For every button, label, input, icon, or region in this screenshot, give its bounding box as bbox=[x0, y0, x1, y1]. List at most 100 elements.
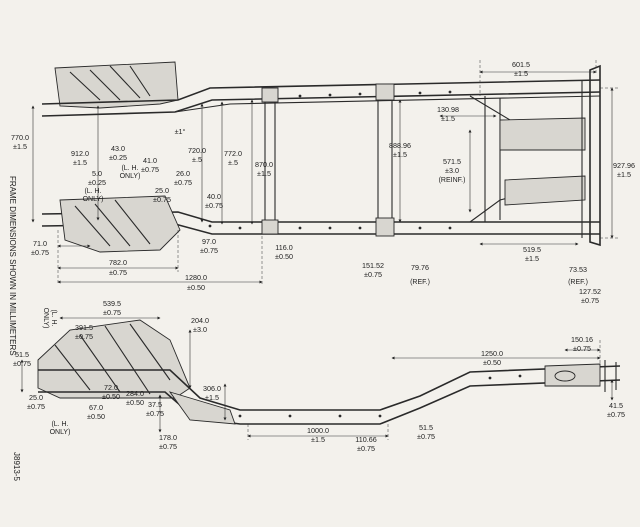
dim-539-5: 539.5 bbox=[103, 299, 121, 308]
dim-5-0: 5.0 bbox=[92, 169, 102, 178]
tol-284-0: ±0.50 bbox=[126, 398, 144, 407]
dim-79-76: 79.76 bbox=[411, 263, 429, 272]
tol-116-0: ±0.50 bbox=[275, 252, 293, 261]
tol-97-0: ±0.75 bbox=[200, 246, 218, 255]
figure-id: J8913-5 bbox=[12, 452, 21, 481]
tol-40-0: ±0.75 bbox=[205, 201, 223, 210]
tol-41-0: ±0.75 bbox=[141, 165, 159, 174]
dim-26-0: 26.0 bbox=[176, 169, 190, 178]
tol-1000-0: ±1.5 bbox=[311, 435, 325, 444]
dim-51-5-a: 51.5 bbox=[15, 350, 29, 359]
dim-782-0: 782.0 bbox=[109, 258, 127, 267]
lh-only-label-2b: ONLY) bbox=[83, 196, 104, 203]
tol-391-5: ±0.75 bbox=[75, 332, 93, 341]
tol-204-0: ±3.0 bbox=[193, 325, 207, 334]
dim-1280-0: 1280.0 bbox=[185, 273, 207, 282]
tol-110-66: ±0.75 bbox=[357, 444, 375, 453]
frame-units-note: FRAME DIMENSIONS SHOWN IN MILLIMETERS bbox=[8, 176, 17, 356]
tol-51-5-a: ±0.75 bbox=[13, 359, 31, 368]
tol-130-98: ±1.5 bbox=[441, 114, 455, 123]
dim-127-52: 127.52 bbox=[579, 287, 601, 296]
tol-51-5-b: ±0.75 bbox=[417, 432, 435, 441]
dim-41-0: 41.0 bbox=[143, 156, 157, 165]
dim-888-96: 888.96 bbox=[389, 141, 411, 150]
dim-25-0: 25.0 bbox=[155, 186, 169, 195]
note-ref-2: (REF.) bbox=[568, 279, 588, 286]
dim-71-0: 71.0 bbox=[33, 239, 47, 248]
dim-770-0: 770.0 bbox=[11, 133, 29, 142]
tol-912-0: ±1.5 bbox=[73, 158, 87, 167]
side-view-dimension-lines bbox=[20, 316, 614, 440]
top-view-dimension-lines bbox=[31, 60, 620, 285]
dim-25-0-b: 25.0 bbox=[29, 393, 43, 402]
dim-772-0: 772.0 bbox=[224, 149, 242, 158]
lh-only-label-1b: ONLY) bbox=[120, 173, 141, 180]
tol-37-5: ±0.75 bbox=[146, 409, 164, 418]
dim-927-96: 927.96 bbox=[613, 161, 635, 170]
tol-178-0: ±0.75 bbox=[159, 442, 177, 451]
tol-150-16: ±0.75 bbox=[573, 344, 591, 353]
dim-391-5: 391.5 bbox=[75, 323, 93, 332]
top-view-frame bbox=[41, 61, 601, 253]
note-reinf: (REINF.) bbox=[439, 177, 466, 184]
tol-43-0: ±0.25 bbox=[109, 153, 127, 162]
dim-306-0: 306.0 bbox=[203, 384, 221, 393]
dim-912-0: 912.0 bbox=[71, 149, 89, 158]
tol-519-5: ±1.5 bbox=[525, 254, 539, 263]
dim-130-98: 130.98 bbox=[437, 105, 459, 114]
dim-870-0: 870.0 bbox=[255, 160, 273, 169]
angle-tolerance: ±1° bbox=[175, 127, 186, 136]
tol-127-52: ±0.75 bbox=[581, 296, 599, 305]
side-view-labels: 539.5 ±0.75 (L. H. ONLY) 391.5 ±0.75 204… bbox=[13, 299, 625, 453]
tol-151-52: ±0.75 bbox=[364, 270, 382, 279]
tol-888-96: ±1.5 bbox=[393, 150, 407, 159]
dim-204-0: 204.0 bbox=[191, 316, 209, 325]
tol-601-5: ±1.5 bbox=[514, 69, 528, 78]
dim-97-0: 97.0 bbox=[202, 237, 216, 246]
dim-41-5: 41.5 bbox=[609, 401, 623, 410]
tol-67-0: ±0.50 bbox=[87, 412, 105, 421]
dim-571-5: 571.5 bbox=[443, 157, 461, 166]
dim-43-0: 43.0 bbox=[111, 144, 125, 153]
tol-306-0: ±1.5 bbox=[205, 393, 219, 402]
dim-1000-0: 1000.0 bbox=[307, 426, 329, 435]
dim-1250-0: 1250.0 bbox=[481, 349, 503, 358]
tol-539-5: ±0.75 bbox=[103, 308, 121, 317]
tol-26-0: ±0.75 bbox=[174, 178, 192, 187]
tol-927-96: ±1.5 bbox=[617, 170, 631, 179]
dim-519-5: 519.5 bbox=[523, 245, 541, 254]
lh-only-label-3b: ONLY) bbox=[42, 308, 49, 329]
tol-25-0-b: ±0.75 bbox=[27, 402, 45, 411]
dim-601-5: 601.5 bbox=[512, 60, 530, 69]
dim-150-16: 150.16 bbox=[571, 335, 593, 344]
side-view-frame bbox=[37, 319, 621, 425]
tol-770-0: ±1.5 bbox=[13, 142, 27, 151]
dim-40-0: 40.0 bbox=[207, 192, 221, 201]
tol-720-0: ±.5 bbox=[192, 155, 202, 164]
lh-only-label-4b: ONLY) bbox=[50, 429, 71, 436]
top-view-labels: 601.5 ±1.5 130.98 ±1.5 888.96 ±1.5 571.5… bbox=[11, 60, 635, 305]
tol-72-0: ±0.50 bbox=[102, 392, 120, 401]
lh-only-label-4: (L. H. bbox=[51, 421, 68, 428]
tol-1280-0: ±0.50 bbox=[187, 283, 205, 292]
tol-25-0: ±0.75 bbox=[153, 195, 171, 204]
dim-116-0: 116.0 bbox=[275, 243, 292, 252]
dim-37-5: 37.5 bbox=[148, 400, 162, 409]
tol-772-0: ±.5 bbox=[228, 158, 238, 167]
lh-only-label-1: (L. H. bbox=[121, 165, 138, 172]
dim-178-0: 178.0 bbox=[159, 433, 177, 442]
dim-51-5-b: 51.5 bbox=[419, 423, 433, 432]
note-ref-1: (REF.) bbox=[410, 279, 430, 286]
dim-67-0: 67.0 bbox=[89, 403, 103, 412]
dim-284-0: 284.0 bbox=[126, 389, 144, 398]
tol-5-0: ±0.25 bbox=[88, 178, 106, 187]
tol-571-5: ±3.0 bbox=[445, 166, 459, 175]
tol-41-5: ±0.75 bbox=[607, 410, 625, 419]
lh-only-label-2: (L. H. bbox=[84, 188, 101, 195]
tol-71-0: ±0.75 bbox=[31, 248, 49, 257]
dim-110-66: 110.66 bbox=[355, 435, 376, 444]
tol-870-0: ±1.5 bbox=[257, 169, 271, 178]
dim-720-0: 720.0 bbox=[188, 146, 206, 155]
tol-1250-0: ±0.50 bbox=[483, 358, 501, 367]
